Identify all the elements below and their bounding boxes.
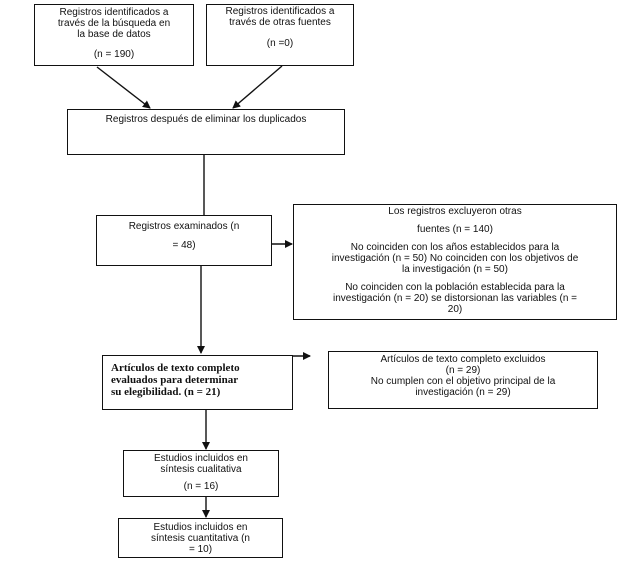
quant-line-1: Estudios incluidos en — [153, 522, 248, 533]
box-other-sources-records: Registros identificados a través de otra… — [206, 4, 354, 66]
excluded-line-1: Los registros excluyeron otras — [388, 206, 522, 217]
quant-line-3: = 10) — [188, 544, 213, 555]
excluded-line-8: 20) — [447, 304, 463, 315]
ft-excluded-line-2: (n = 29) — [445, 365, 481, 376]
box-records-screened: Registros examinados (n = 48) — [96, 215, 272, 266]
excluded-line-7: investigación (n = 20) se distorsionan l… — [332, 293, 578, 304]
db-count: (n = 190) — [93, 49, 135, 60]
other-count: (n =0) — [266, 38, 294, 49]
qual-count: (n = 16) — [183, 481, 219, 492]
screened-line-1: Registros examinados (n — [128, 221, 240, 232]
box-database-records: Registros identificados a través de la b… — [34, 4, 194, 66]
qual-line-2: síntesis cualitativa — [160, 464, 242, 475]
fulltext-line-3: su elegibilidad. (n = 21) — [111, 386, 221, 398]
box-fulltext-assessed: Artículos de texto completo evaluados pa… — [102, 355, 293, 410]
arrow-db-to-dedup — [96, 66, 151, 109]
box-quantitative-synthesis: Estudios incluidos en síntesis cuantitat… — [118, 518, 283, 558]
arrow-other-to-dedup — [232, 65, 283, 109]
fulltext-line-2: evaluados para determinar — [111, 374, 239, 386]
ft-excluded-line-3: No cumplen con el objetivo principal de … — [370, 376, 556, 387]
qual-line-1: Estudios incluidos en — [154, 453, 248, 464]
db-line-3: la base de datos — [77, 29, 151, 40]
excluded-line-5: la investigación (n = 50) — [402, 264, 508, 275]
quant-line-2: síntesis cuantitativa (n — [151, 533, 250, 544]
dedup-text: Registros después de eliminar los duplic… — [105, 114, 307, 125]
excluded-line-6: No coinciden con la población establecid… — [345, 282, 565, 293]
excluded-line-3: No coinciden con los años establecidos p… — [350, 242, 560, 253]
db-line-2: través de la búsqueda en — [57, 18, 171, 29]
excluded-line-2: fuentes (n = 140) — [417, 224, 493, 235]
box-after-duplicates: Registros después de eliminar los duplic… — [67, 109, 345, 155]
ft-excluded-line-1: Artículos de texto completo excluidos — [380, 354, 546, 365]
screened-line-2: = 48) — [172, 240, 196, 251]
box-qualitative-synthesis: Estudios incluidos en síntesis cualitati… — [123, 450, 279, 497]
db-line-1: Registros identificados a — [59, 7, 169, 18]
other-line-2: través de otras fuentes — [229, 17, 331, 28]
fulltext-line-1: Artículos de texto completo — [111, 362, 240, 374]
box-fulltext-excluded: Artículos de texto completo excluidos (n… — [328, 351, 598, 409]
excluded-line-4: investigación (n = 50) No coinciden con … — [331, 253, 579, 264]
ft-excluded-line-4: investigación (n = 29) — [415, 387, 511, 398]
other-line-1: Registros identificados a — [225, 6, 335, 17]
box-records-excluded: Los registros excluyeron otras fuentes (… — [293, 204, 617, 320]
